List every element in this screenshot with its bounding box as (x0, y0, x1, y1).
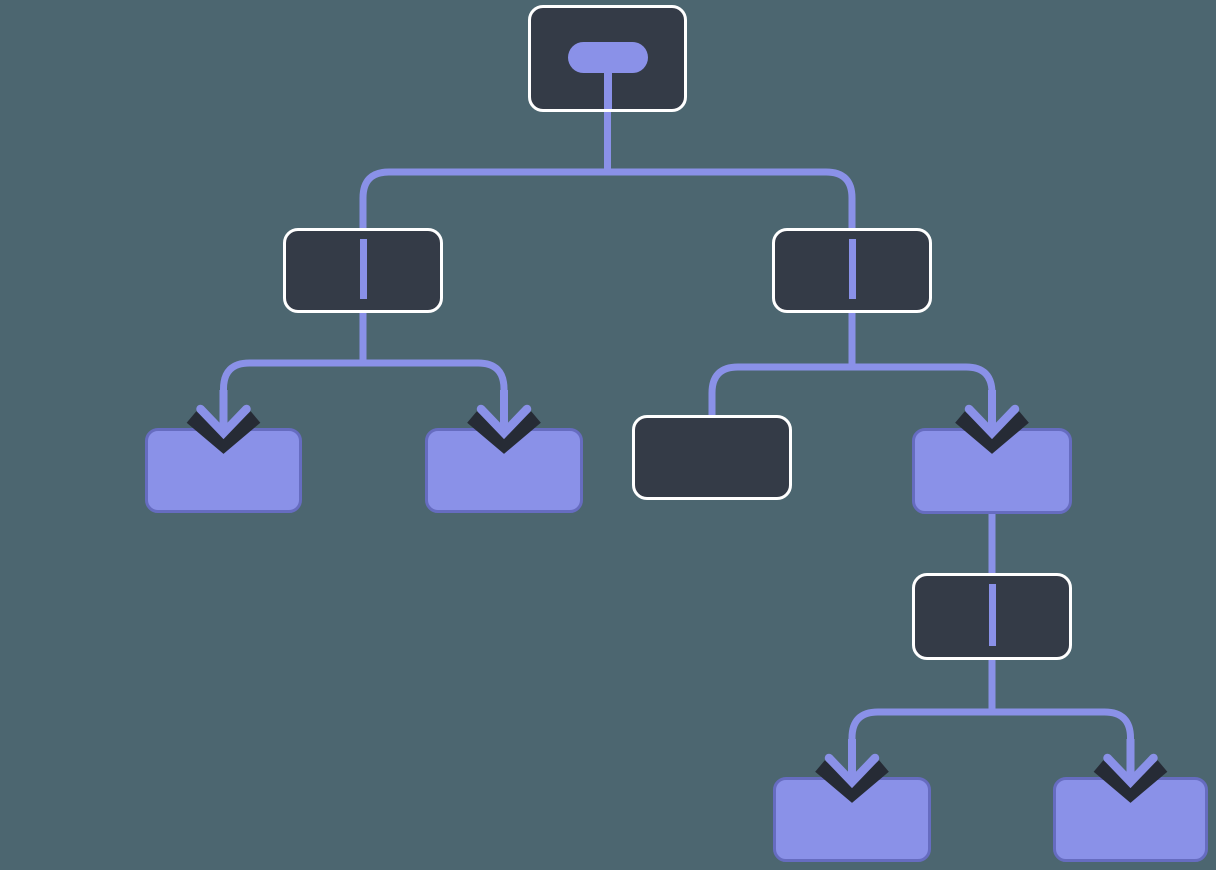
root-pill-stem (603, 70, 612, 109)
root-pill-shape (567, 42, 648, 73)
pass-through-line (848, 239, 856, 299)
leaf-node-purple-4 (773, 777, 931, 862)
leaf-node-purple-3 (912, 428, 1072, 514)
leaf-node-dark (632, 415, 792, 500)
branch-node-bottom (912, 573, 1072, 660)
pass-through-line (359, 239, 367, 299)
leaf-node-purple-1 (145, 428, 302, 513)
pass-through-line (988, 584, 996, 646)
leaf-node-purple-2 (425, 428, 583, 513)
branch-node-right (772, 228, 932, 313)
branch-node-left (283, 228, 443, 313)
leaf-node-purple-5 (1053, 777, 1208, 862)
root-node (528, 5, 687, 112)
